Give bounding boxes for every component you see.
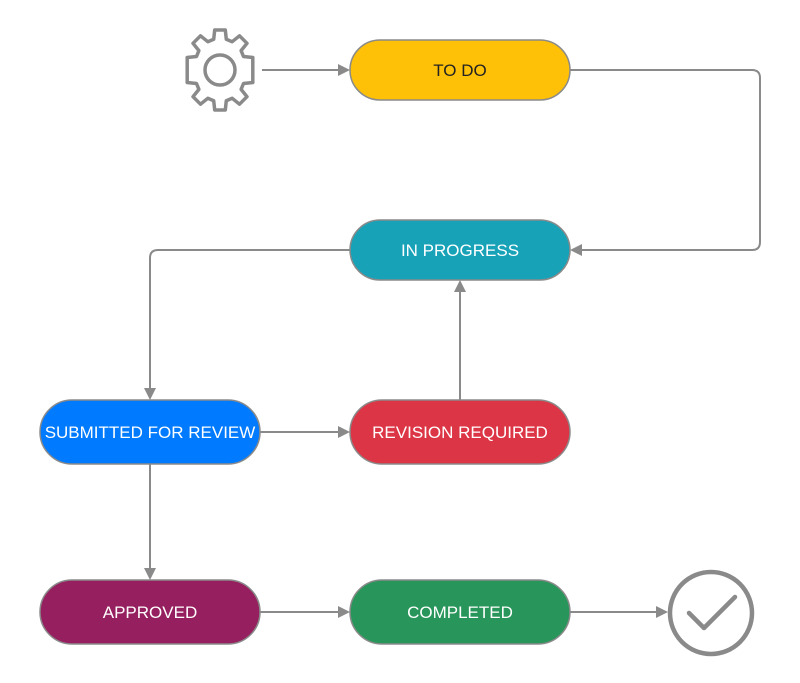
node-approved: APPROVED (39, 579, 261, 645)
node-in-progress: IN PROGRESS (349, 219, 571, 281)
node-completed-label: COMPLETED (407, 603, 513, 622)
node-revision-shape (349, 399, 571, 465)
node-in-progress-label: IN PROGRESS (401, 241, 519, 260)
node-submitted-label: SUBMITTED FOR REVIEW (45, 423, 256, 442)
node-approved-label: APPROVED (103, 603, 197, 622)
node-completed: COMPLETED (349, 579, 571, 645)
node-submitted-shape (39, 399, 261, 465)
node-todo-shape (349, 39, 571, 101)
edge-in-progress-to-submitted (144, 249, 350, 400)
connectors (144, 64, 761, 618)
node-revision-label: REVISION REQUIRED (372, 423, 548, 442)
node-todo: TO DO (349, 39, 571, 101)
node-completed-shape (349, 579, 571, 645)
check-circle-icon (667, 569, 755, 657)
node-approved-shape (39, 579, 261, 645)
node-in-progress-shape (349, 219, 571, 281)
node-revision-required: REVISION REQUIRED (349, 399, 571, 465)
node-todo-label: TO DO (433, 61, 487, 80)
gear-icon (185, 28, 255, 112)
node-submitted-for-review: SUBMITTED FOR REVIEW (39, 399, 261, 465)
edge-todo-to-in-progress (570, 69, 761, 256)
